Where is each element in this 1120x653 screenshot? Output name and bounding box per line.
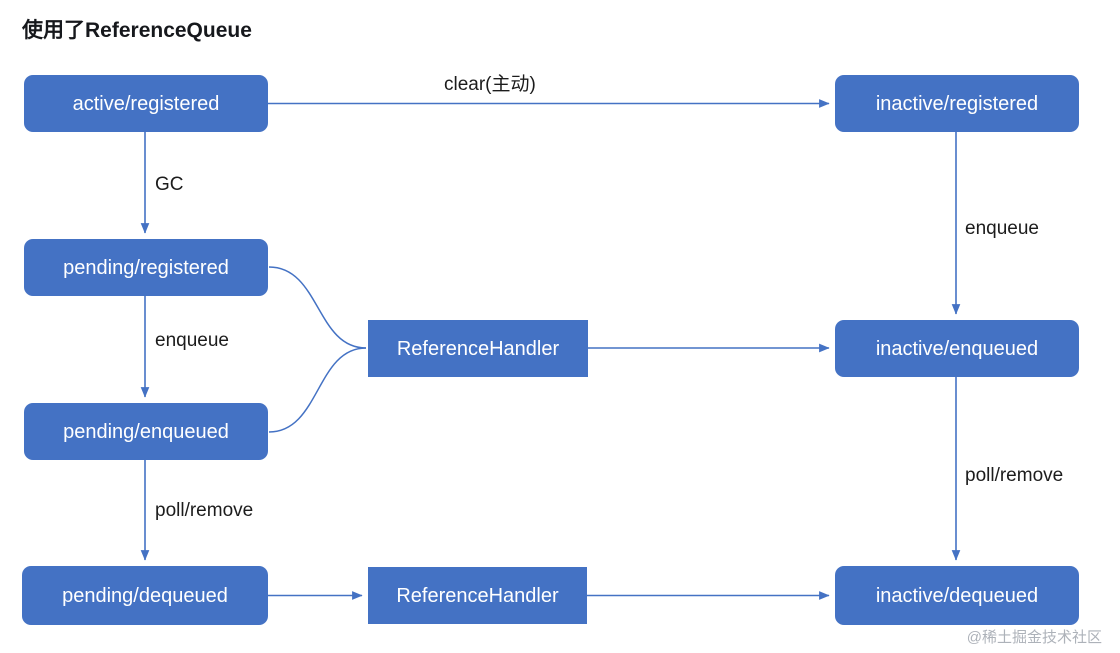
node-inactive-dequeued[interactable]: inactive/dequeued xyxy=(835,566,1079,625)
node-label: ReferenceHandler xyxy=(396,337,560,360)
node-inactive-registered[interactable]: inactive/registered xyxy=(835,75,1079,132)
node-label: inactive/registered xyxy=(875,92,1039,115)
node-label: inactive/dequeued xyxy=(875,584,1039,607)
node-label: pending/dequeued xyxy=(62,584,228,607)
edge-label-poll-remove-right: poll/remove xyxy=(965,465,1064,486)
node-label: pending/registered xyxy=(63,256,229,279)
edge-label-gc: GC xyxy=(155,174,184,195)
edge-brace-top-curve xyxy=(268,266,367,349)
node-inactive-enqueued[interactable]: inactive/enqueued xyxy=(835,320,1079,377)
node-label: active/registered xyxy=(72,92,220,115)
node-label: inactive/enqueued xyxy=(875,337,1039,360)
node-active-registered[interactable]: active/registered xyxy=(24,75,268,132)
node-reference-handler-bottom[interactable]: ReferenceHandler xyxy=(368,567,587,624)
node-reference-handler-middle[interactable]: ReferenceHandler xyxy=(368,320,588,377)
node-label: pending/enqueued xyxy=(63,420,229,443)
node-pending-registered[interactable]: pending/registered xyxy=(24,239,268,296)
node-pending-dequeued[interactable]: pending/dequeued xyxy=(22,566,268,625)
edge-label-poll-remove-left: poll/remove xyxy=(155,500,254,521)
page-title: 使用了ReferenceQueue xyxy=(22,19,252,42)
watermark: @稀土掘金技术社区 xyxy=(966,629,1102,646)
node-label: ReferenceHandler xyxy=(396,584,559,607)
edge-brace-bottom-curve xyxy=(268,347,367,433)
edge-label-enqueue-right: enqueue xyxy=(965,218,1039,239)
edge-label-enqueue-left: enqueue xyxy=(155,330,229,351)
node-pending-enqueued[interactable]: pending/enqueued xyxy=(24,403,268,460)
edge-label-clear: clear(主动) xyxy=(444,74,536,95)
